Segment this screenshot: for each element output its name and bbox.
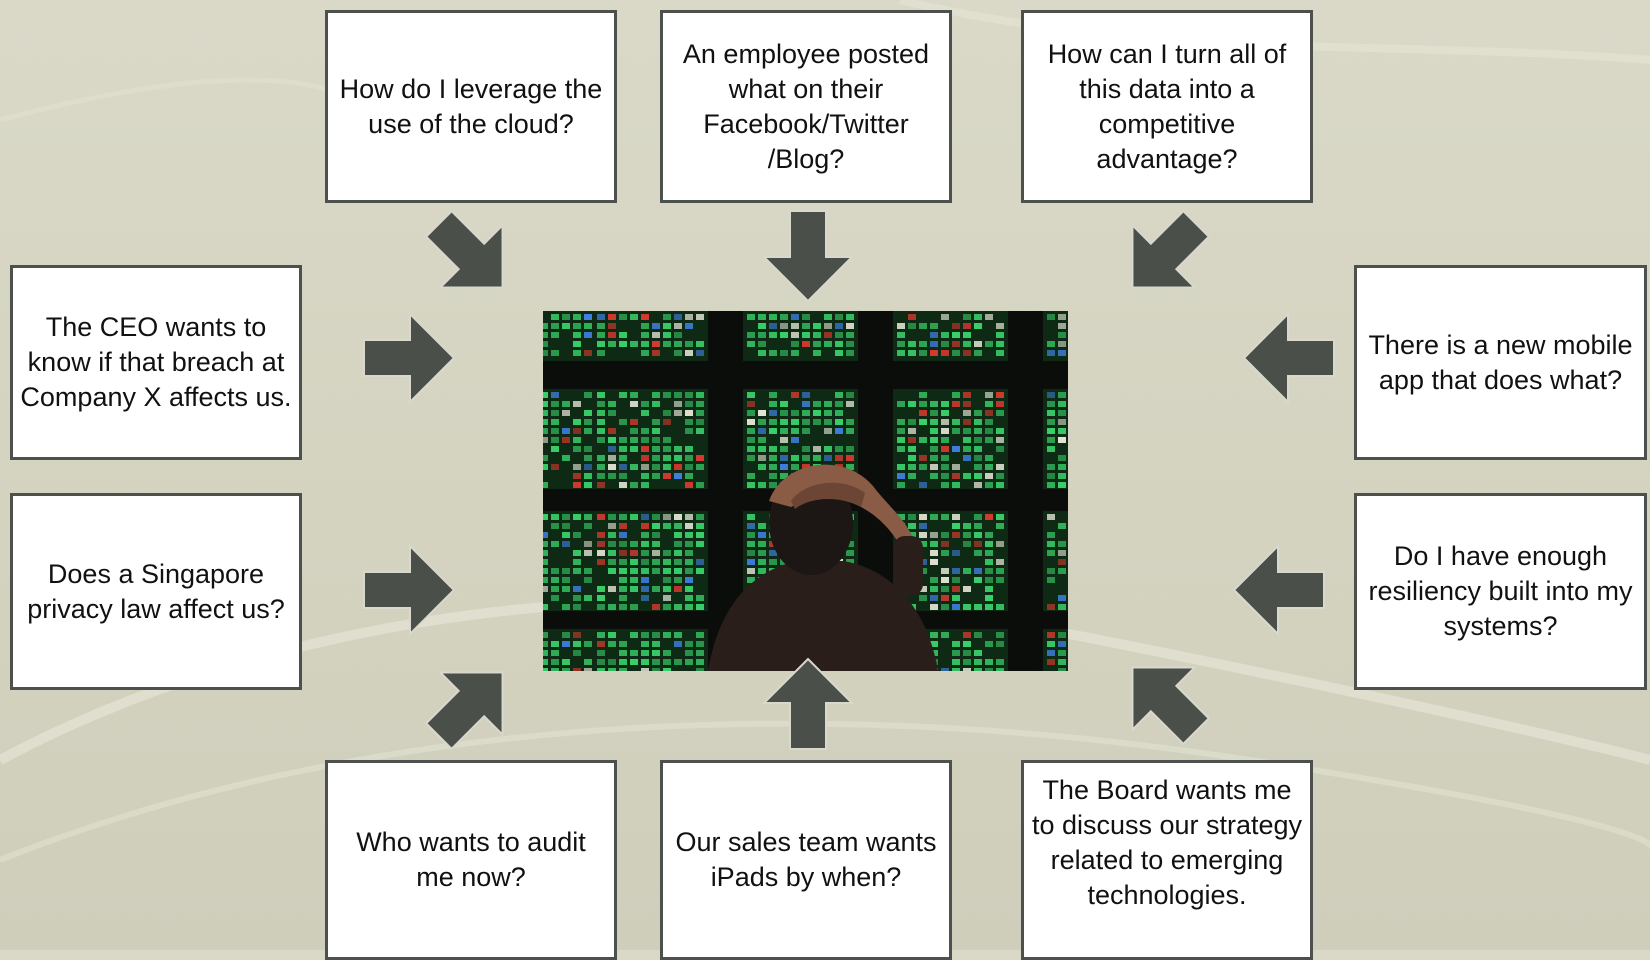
question-text-ipads: Our sales team wants iPads by when? — [675, 827, 937, 892]
question-text-data: How can I turn all of this data into a c… — [1047, 38, 1287, 174]
person-silhouette — [708, 464, 938, 671]
question-text-mobile: There is a new mobile app that does what… — [1368, 329, 1633, 395]
question-text-cloud: How do I leverage the use of the cloud? — [339, 73, 603, 139]
arrow-up-right-icon — [399, 634, 540, 775]
question-box-data: How can I turn all of this data into a c… — [1021, 10, 1313, 203]
question-box-audit: Who wants to audit me now? — [325, 760, 617, 960]
arrow-down-left-icon — [1094, 184, 1235, 325]
question-box-ipads: Our sales team wants iPads by when? — [660, 760, 952, 960]
question-text-resiliency: Do I have enough resiliency built into m… — [1368, 541, 1633, 641]
question-text-audit: Who wants to audit me now? — [356, 827, 586, 892]
question-box-resiliency: Do I have enough resiliency built into m… — [1354, 493, 1647, 690]
arrow-up-left-icon — [1094, 629, 1235, 770]
question-box-board: The Board wants me to discuss our strate… — [1021, 760, 1313, 960]
question-box-mobile: There is a new mobile app that does what… — [1354, 265, 1647, 460]
arrow-down-icon — [758, 205, 858, 305]
arrow-up-icon — [758, 655, 858, 755]
question-box-cloud: How do I leverage the use of the cloud? — [325, 10, 617, 203]
center-photo — [543, 311, 1068, 671]
arrow-down-right-icon — [399, 184, 540, 325]
stock-screens-photo-icon — [543, 311, 1068, 671]
question-text-social: An employee posted what on their Faceboo… — [682, 38, 930, 174]
arrow-right-icon — [358, 308, 458, 408]
question-text-board: The Board wants me to discuss our strate… — [1031, 775, 1303, 910]
arrow-left-icon — [1230, 540, 1330, 640]
question-box-social: An employee posted what on their Faceboo… — [660, 10, 952, 203]
question-text-ceo: The CEO wants to know if that breach at … — [20, 312, 292, 412]
question-box-privacy: Does a Singapore privacy law affect us? — [10, 493, 302, 690]
arrow-right-icon — [358, 540, 458, 640]
question-box-ceo: The CEO wants to know if that breach at … — [10, 265, 302, 460]
question-text-privacy: Does a Singapore privacy law affect us? — [27, 558, 285, 624]
arrow-left-icon — [1240, 308, 1340, 408]
